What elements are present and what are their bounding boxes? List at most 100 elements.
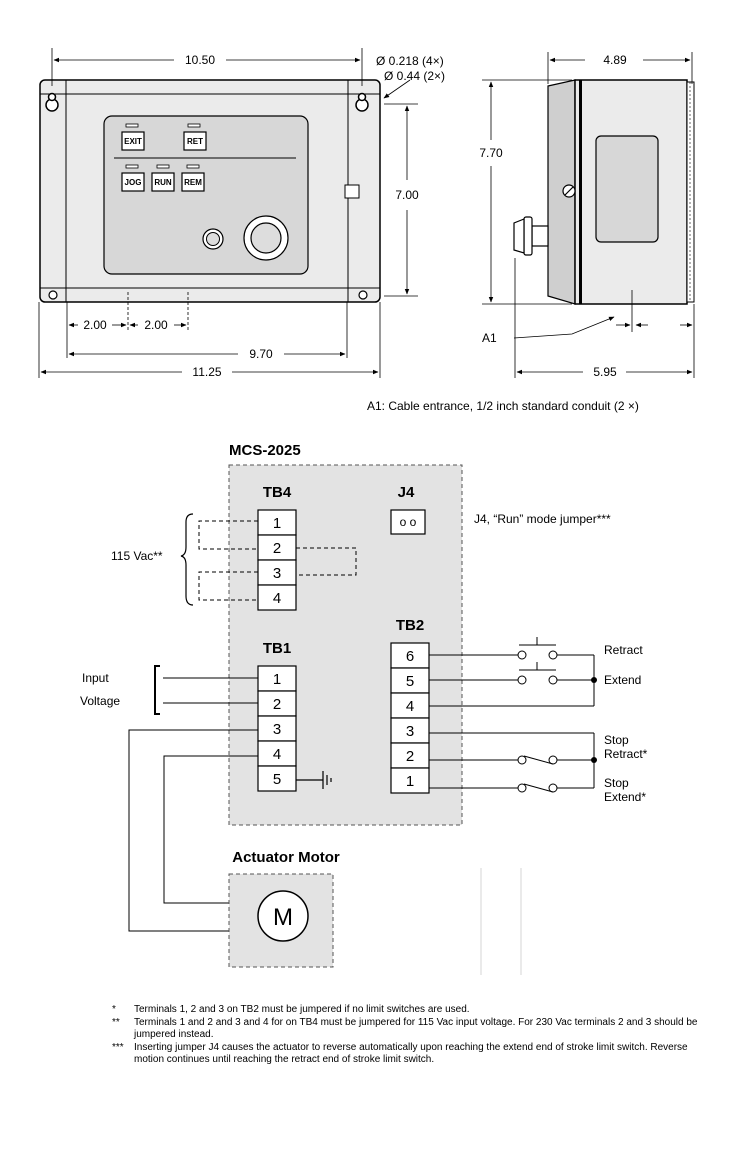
vac-brace [180, 513, 194, 606]
motor-wires [128, 729, 267, 932]
mount-hole-icon [358, 290, 368, 300]
cable-gland-icon [513, 216, 549, 256]
tb4-terminal-label: 2 [273, 540, 281, 557]
input-label-1: Input [82, 671, 109, 685]
ground-icon [296, 771, 332, 789]
tb1-terminal [257, 740, 297, 767]
j4-note: J4, “Run” mode jumper*** [474, 512, 611, 526]
front-dimensions [38, 48, 418, 378]
stop-retract-label-1: Stop [604, 733, 629, 747]
a1-caption: A1: Cable entrance, 1/2 inch standard co… [367, 399, 639, 413]
diagram-canvas: EXIT RET JOG RUN REM [38, 48, 695, 975]
side-dimensions [482, 52, 695, 378]
tb4-terminal-label: 3 [273, 565, 281, 582]
side-window [595, 135, 659, 243]
retract-label: Retract [604, 643, 643, 657]
motor-icon [257, 890, 309, 942]
dim-height-side: 7.70 [479, 146, 503, 160]
front-view: EXIT RET JOG RUN REM [39, 79, 381, 303]
j4-pins: o o [400, 515, 417, 529]
tb4-jumpers [198, 520, 357, 601]
tb4-terminal [257, 509, 297, 536]
footnote: * Terminals 1, 2 and 3 on TB2 must be ju… [112, 1004, 712, 1017]
tb4-label: TB4 [263, 484, 292, 501]
tb2-terminal-label: 5 [406, 673, 414, 690]
tb1-label: TB1 [263, 640, 291, 657]
tb1-terminal-label: 1 [273, 671, 281, 688]
tb2-wiring [429, 654, 595, 789]
dim-spacing-b: 2.00 [144, 318, 168, 332]
svg-text:JOG: JOG [125, 178, 142, 187]
dim-width-overall: 11.25 [192, 365, 221, 379]
tb2-terminal-label: 3 [406, 723, 414, 740]
screw-icon [562, 184, 576, 198]
large-knob-icon [243, 215, 289, 261]
dim-a1-label: A1 [482, 331, 497, 345]
stop-extend-limit-switch-icon [517, 783, 558, 793]
tb2-block: 6 5 4 3 2 1 [390, 642, 430, 794]
retract-pushbutton-icon [517, 637, 558, 660]
dim-depth-bottom: 5.95 [593, 365, 617, 379]
mount-hole-icon [48, 290, 58, 300]
footnote: ** Terminals 1 and 2 and 3 and 4 for on … [112, 1017, 712, 1042]
input-voltage-wires [154, 665, 258, 715]
tb1-terminal [257, 765, 297, 792]
footnote-text: Terminals 1 and 2 and 3 and 4 for on TB4… [134, 1016, 698, 1041]
svg-text:RET: RET [187, 137, 203, 146]
dim-height-front: 7.00 [395, 188, 419, 202]
tb2-terminal [390, 767, 430, 794]
motor-box [228, 873, 334, 968]
svg-text:REM: REM [184, 178, 202, 187]
side-view [513, 79, 695, 305]
svg-text:RUN: RUN [154, 178, 172, 187]
tb1-terminal-label: 5 [273, 771, 281, 788]
tb2-terminal-label: 1 [406, 773, 414, 790]
tb4-terminal-label: 1 [273, 515, 281, 532]
extend-label: Extend [604, 673, 641, 687]
keyhole-right-icon [355, 92, 369, 112]
footnote-text: Terminals 1, 2 and 3 on TB2 must be jump… [134, 1004, 470, 1015]
stop-extend-label-2: Extend* [604, 790, 646, 804]
tb4-terminal [257, 584, 297, 611]
dim-width-top: 10.50 [185, 53, 215, 67]
tb1-terminal [257, 690, 297, 717]
tb1-terminal-label: 2 [273, 696, 281, 713]
tb2-terminal-label: 6 [406, 648, 414, 665]
tb4-terminal [257, 559, 297, 586]
tb2-terminal-label: 2 [406, 748, 414, 765]
footnotes: * Terminals 1, 2 and 3 on TB2 must be ju… [112, 1004, 712, 1067]
svg-text:EXIT: EXIT [124, 137, 142, 146]
controller-title: MCS-2025 [229, 442, 301, 459]
junction-dot-icon [591, 677, 597, 683]
stop-extend-label-1: Stop [604, 776, 629, 790]
exit-button: EXIT [121, 123, 145, 151]
small-knob-icon [202, 228, 224, 250]
stop-retract-limit-switch-icon [517, 755, 558, 765]
tb4-terminal-label: 4 [273, 590, 281, 607]
motor-symbol: M [273, 904, 293, 931]
junction-dot-icon [591, 757, 597, 763]
footnote-mark: * [112, 1004, 116, 1015]
dim-depth-top: 4.89 [603, 53, 627, 67]
tb1-terminal-label: 3 [273, 721, 281, 738]
jog-button: JOG [121, 164, 145, 192]
input-label-2: Voltage [80, 694, 120, 708]
footnote-mark: *** [112, 1041, 124, 1053]
j4-jumper-header [390, 509, 426, 535]
tb2-label: TB2 [396, 617, 424, 634]
footnote: *** Inserting jumper J4 causes the actua… [112, 1042, 712, 1067]
footnote-text: Inserting jumper J4 causes the actuator … [134, 1041, 688, 1066]
j4-label: J4 [398, 484, 415, 501]
dim-spacing-a: 2.00 [83, 318, 107, 332]
dim-hole-small: Ø 0.218 (4×) [376, 54, 444, 68]
dim-hole-large: Ø 0.44 (2×) [384, 69, 445, 83]
run-button: RUN [151, 164, 175, 192]
stop-retract-label-2: Retract* [604, 747, 648, 761]
rem-button: REM [181, 164, 205, 192]
latch-icon [344, 184, 360, 199]
vac-label: 115 Vac** [111, 549, 163, 563]
extend-pushbutton-icon [517, 662, 558, 685]
tb4-block: 1 2 3 4 [257, 509, 297, 611]
motor-title: Actuator Motor [232, 849, 340, 866]
tb2-terminal-label: 4 [406, 698, 414, 715]
